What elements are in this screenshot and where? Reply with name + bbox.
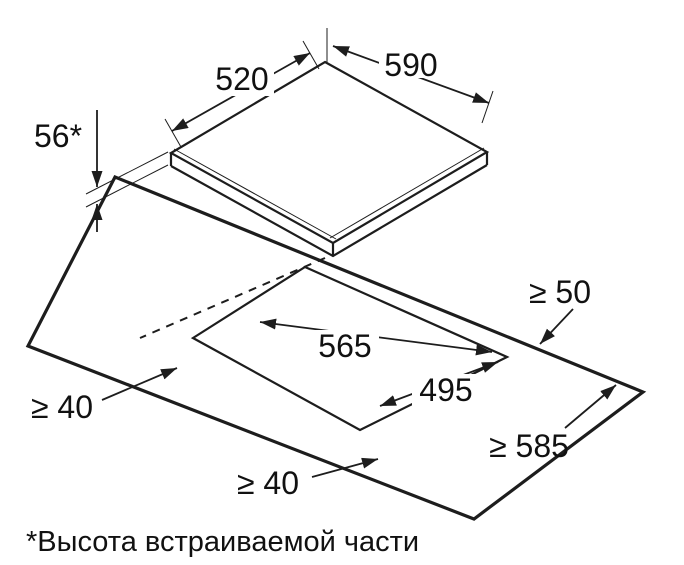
dim-40-front-arrow: [311, 457, 379, 478]
dim-50-label: ≥ 50: [529, 274, 591, 310]
dimensions: 520 590 56* 565: [31, 28, 617, 501]
dim-520-ext-left: [164, 118, 182, 148]
dim-590-label: 590: [384, 47, 437, 83]
dim-590-label-bg: [379, 47, 443, 78]
dim-495-label-bg: [412, 374, 480, 406]
dim-56-label: 56*: [34, 118, 82, 154]
dim-40-left-label: ≥ 40: [31, 389, 93, 425]
dim-590-ext-right: [481, 90, 494, 124]
dim-585-arrow: [564, 384, 617, 429]
hob-top-bevel-left: [173, 148, 337, 240]
dim-495-label: 495: [419, 372, 472, 408]
dim-590: 590: [326, 28, 494, 124]
dim-56-ref-bottom: [85, 164, 169, 208]
dim-56: 56*: [34, 110, 169, 232]
alignment-dashed-line: [139, 257, 326, 339]
dim-50-arrow: [539, 308, 574, 345]
dim-520-label: 520: [215, 61, 268, 97]
dim-40-left: ≥ 40: [31, 367, 178, 425]
dim-40-front: ≥ 40: [237, 457, 379, 501]
dim-565-label: 565: [318, 328, 371, 364]
dim-56-ref-top: [85, 151, 169, 195]
footnote: *Высота встраиваемой части: [26, 526, 419, 558]
dim-520-label-bg: [210, 62, 274, 96]
dim-585: ≥ 585: [489, 384, 617, 464]
dim-565: 565: [259, 318, 493, 364]
dim-520: 520: [164, 40, 320, 148]
dim-585-label: ≥ 585: [489, 428, 569, 464]
dim-565-label-bg: [311, 330, 379, 362]
hob-body-bottom: [170, 164, 488, 258]
dim-495: 495: [379, 361, 499, 408]
dim-50: ≥ 50: [529, 274, 591, 345]
dim-40-front-label: ≥ 40: [237, 465, 299, 501]
dim-520-ext-right: [302, 40, 320, 70]
dim-40-left-arrow: [101, 367, 178, 401]
hob-top-bevel-right: [329, 147, 485, 239]
